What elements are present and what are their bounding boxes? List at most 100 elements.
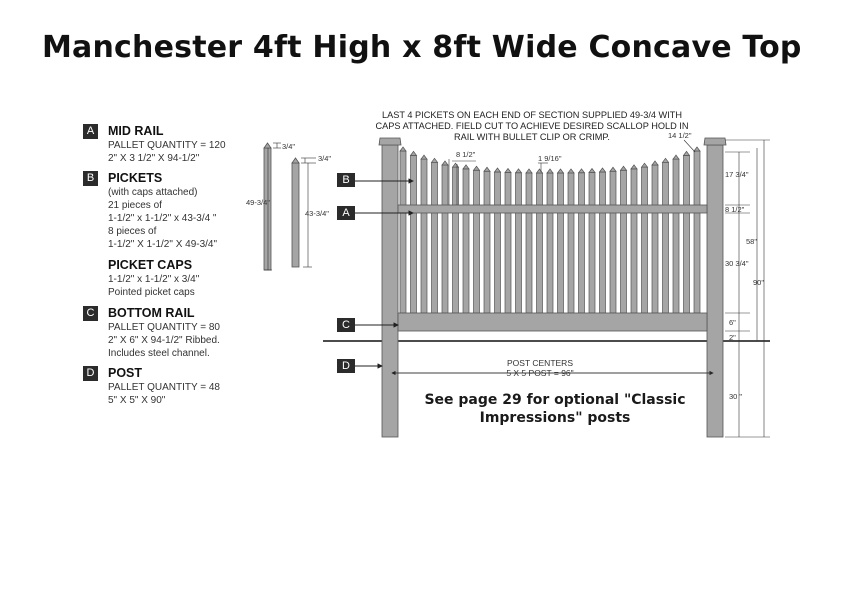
- picket-cap: [567, 168, 575, 174]
- picket-body: [599, 171, 606, 314]
- legend-heading: PICKET CAPS: [108, 258, 193, 272]
- dim-fence-height: 58": [746, 237, 758, 246]
- picket-body: [557, 172, 564, 314]
- picket: [630, 164, 638, 314]
- legend-heading: MID RAIL: [108, 124, 164, 138]
- picket: [598, 167, 607, 314]
- picket-cap: [630, 164, 638, 170]
- legend-line: 1-1/2" x 1-1/2" x 3/4": [108, 274, 200, 285]
- picket: [472, 165, 481, 314]
- picket: [504, 167, 512, 314]
- picket-cap: [493, 167, 502, 173]
- picket-cap: [504, 167, 512, 173]
- picket-cap: [399, 146, 407, 152]
- picket-body: [473, 169, 480, 314]
- picket-body: [515, 172, 522, 314]
- picket: [399, 146, 407, 314]
- picket: [693, 146, 701, 314]
- picket: [682, 150, 691, 314]
- dim-end-gap: 14 1/2": [668, 131, 692, 140]
- picket-cap: [441, 160, 449, 166]
- callout-arrows: [355, 178, 414, 369]
- picket-dimension-lines: [264, 142, 316, 271]
- legend-heading: BOTTOM RAIL: [108, 306, 195, 320]
- bottom-rail: [397, 312, 708, 332]
- picket-cap: [430, 157, 439, 163]
- picket: [588, 167, 596, 314]
- picket-body: [525, 172, 533, 314]
- legend-heading: POST: [108, 366, 143, 380]
- picket: [493, 167, 502, 314]
- post-centers-line: POST CENTERS: [507, 358, 573, 368]
- dim-bury: 30 ": [729, 392, 743, 401]
- dim-ground: 2": [729, 333, 736, 342]
- dim-top: 17 3/4": [725, 170, 749, 179]
- picket-body: [672, 158, 680, 314]
- picket: [661, 157, 670, 314]
- picket-body: [410, 155, 417, 314]
- picket-cap: [682, 150, 691, 156]
- picket: [451, 162, 460, 314]
- legend-line: 1-1/2" x 1-1/2" x 43-3/4 ": [108, 213, 217, 224]
- picket-cap: [609, 166, 617, 172]
- dim-picket-long: 49-3/4": [246, 198, 270, 207]
- picket: [514, 168, 523, 314]
- legend-line: 21 pieces of: [108, 200, 162, 211]
- picket: [441, 160, 449, 314]
- callout-d: D: [337, 359, 355, 373]
- picket-cap: [588, 167, 596, 173]
- picket-cap: [640, 162, 649, 168]
- picket-body: [641, 166, 648, 314]
- legend-lines: PALLET QUANTITY = 80 2" X 6" X 94-1/2" R…: [108, 321, 220, 360]
- picket-body: [620, 169, 627, 314]
- picket-cap: [651, 160, 659, 166]
- post-left: [378, 137, 402, 438]
- picket-body: [578, 172, 585, 314]
- legend-heading: PICKETS: [108, 171, 163, 185]
- picket-cap: [483, 166, 491, 172]
- dim-gap: 8 1/2": [456, 150, 476, 159]
- picket-cap: [598, 167, 607, 173]
- picket-body: [588, 172, 596, 314]
- see-page-line: See page 29 for optional "Classic: [424, 392, 686, 408]
- picket: [430, 157, 439, 314]
- picket-cap: [451, 162, 460, 168]
- picket-body: [683, 155, 690, 314]
- picket-cap: [661, 157, 670, 163]
- legend-lines: PALLET QUANTITY = 48 5" X 5" X 90": [108, 381, 220, 407]
- see-page-line: Impressions" posts: [479, 410, 631, 426]
- callout-c: C: [337, 318, 355, 332]
- legend-line: 1-1/2" X 1-1/2" X 49-3/4": [108, 239, 218, 250]
- picket-body: [494, 171, 501, 314]
- legend-badge: D: [83, 366, 98, 381]
- picket-body: [693, 150, 701, 314]
- legend-line: PALLET QUANTITY = 80: [108, 322, 220, 333]
- picket-body: [441, 164, 449, 314]
- picket-cap: [556, 168, 565, 174]
- picket-body: [630, 168, 638, 314]
- dim-cap-1: 3/4": [282, 142, 296, 151]
- picket: [525, 168, 533, 314]
- single-picket-short: [291, 157, 300, 268]
- legend-line: 2" X 6" X 94-1/2" Ribbed.: [108, 335, 220, 346]
- legend-lines: PALLET QUANTITY = 120 2" X 3 1/2" X 94-1…: [108, 139, 226, 165]
- picket-body: [504, 172, 512, 314]
- picket-cap: [693, 146, 701, 152]
- picket: [546, 168, 554, 314]
- picket-body: [609, 170, 617, 314]
- picket-body: [452, 166, 459, 314]
- picket: [483, 166, 491, 314]
- legend-line: 5" X 5" X 90": [108, 395, 166, 406]
- picket-body: [536, 172, 543, 314]
- dim-mid: 30 3/4": [725, 259, 749, 268]
- legend-lines: (with caps attached) 21 pieces of 1-1/2"…: [108, 186, 217, 251]
- picket-body: [567, 172, 575, 314]
- top-spacing-dims: [448, 139, 696, 205]
- legend-badge: C: [83, 306, 98, 321]
- post-centers-label: POST CENTERS 5 X 5 POST = 96": [480, 358, 600, 378]
- picket: [619, 165, 628, 314]
- picket: [409, 150, 418, 314]
- picket-body: [483, 170, 491, 314]
- picket-cap: [420, 154, 428, 160]
